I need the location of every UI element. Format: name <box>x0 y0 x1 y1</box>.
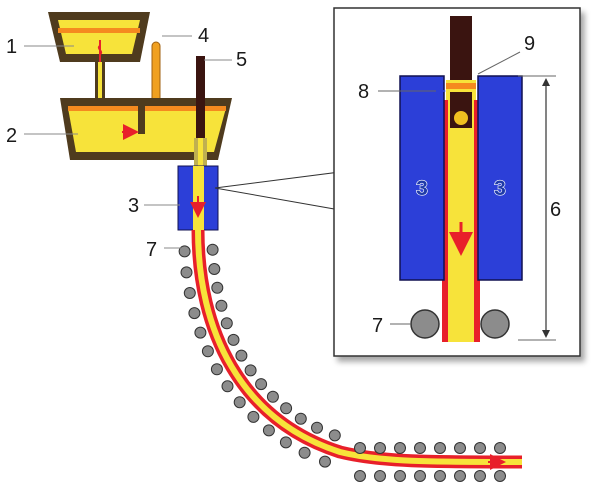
label-5: 5 <box>236 49 247 71</box>
roller <box>354 442 366 454</box>
label-8: 8 <box>358 81 369 103</box>
strand <box>191 229 523 470</box>
inset-roller-left <box>410 309 440 339</box>
roller <box>180 266 193 279</box>
roller <box>434 470 446 482</box>
roller <box>494 470 506 482</box>
roller <box>328 429 341 442</box>
label-4: 4 <box>198 25 209 47</box>
roller <box>220 317 233 330</box>
roller <box>454 442 466 454</box>
label-3: 3 <box>128 195 139 217</box>
roller <box>414 442 426 454</box>
shroud <box>196 56 205 138</box>
roller <box>233 396 246 409</box>
inset-mold-left-label: 3 <box>416 177 428 200</box>
roller <box>494 442 506 454</box>
roller <box>294 412 307 425</box>
roller <box>211 281 224 294</box>
dimension-line <box>518 75 556 341</box>
label-1: 1 <box>6 36 17 58</box>
label-7: 7 <box>146 239 157 261</box>
inset-nozzle-port <box>454 111 468 125</box>
roller <box>262 424 275 437</box>
roller <box>374 470 386 482</box>
support-rollers <box>178 243 506 482</box>
roller <box>298 446 311 459</box>
roller <box>221 380 234 393</box>
roller <box>247 410 260 423</box>
roller <box>188 307 201 320</box>
roller <box>227 333 240 346</box>
label-7-inset: 7 <box>372 315 383 337</box>
tundish-dam <box>138 104 145 134</box>
roller <box>474 470 486 482</box>
roller <box>474 442 486 454</box>
roller <box>280 402 293 415</box>
roller <box>454 470 466 482</box>
roller <box>255 378 268 391</box>
roller <box>194 326 207 339</box>
mold <box>177 165 219 231</box>
inset-mold-right-label: 3 <box>494 177 506 200</box>
roller <box>215 299 228 312</box>
roller <box>394 470 406 482</box>
inset-panel: 3 3 6 8 9 7 <box>214 7 581 357</box>
inset-mold-right <box>477 75 523 281</box>
roller <box>178 245 191 258</box>
label-6: 6 <box>550 199 561 221</box>
roller <box>210 363 223 376</box>
roller <box>394 442 406 454</box>
roller <box>183 287 196 299</box>
roller <box>434 442 446 454</box>
roller <box>279 436 292 449</box>
roller <box>319 455 331 468</box>
inset-mold-left <box>399 75 445 281</box>
tundish <box>60 98 232 160</box>
roller <box>374 442 386 454</box>
roller <box>244 364 257 377</box>
inset-roller-right <box>480 309 510 339</box>
roller <box>235 349 248 362</box>
inset-shroud <box>450 16 472 92</box>
roller <box>206 243 219 256</box>
roller <box>414 470 426 482</box>
roller <box>201 345 214 358</box>
roller <box>266 390 279 403</box>
roller <box>311 421 323 434</box>
label-2: 2 <box>6 125 17 147</box>
roller <box>208 263 221 275</box>
roller <box>354 470 366 482</box>
label-9: 9 <box>524 33 535 55</box>
ladle <box>48 12 150 62</box>
